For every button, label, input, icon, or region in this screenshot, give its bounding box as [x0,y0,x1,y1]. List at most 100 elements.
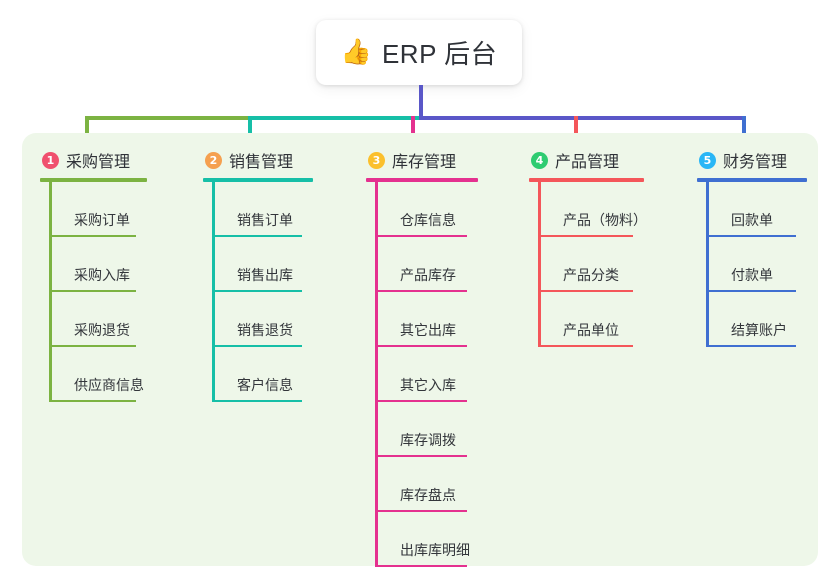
branch-item-label: 回款单 [731,212,773,228]
bus-drop-4 [574,116,578,147]
branch-item-rule [375,345,467,347]
branch-item-label: 产品（物料） [563,212,647,228]
branch-item[interactable]: 产品（物料） [529,182,647,237]
branch-item-label: 客户信息 [237,377,293,393]
branch-column-4[interactable]: 4 产品管理产品（物料） 产品分类产品单位 [529,147,647,347]
branch-header-4[interactable]: 4 产品管理 [529,147,644,173]
branch-item-rule [538,290,633,292]
branch-column-5[interactable]: 5 财务管理回款单付款单结算账户 [697,147,807,347]
branch-item[interactable]: 出库库明细 [366,512,478,567]
branch-title: 采购管理 [66,154,131,171]
branch-item-label: 采购退货 [74,322,130,338]
branch-item[interactable]: 结算账户 [697,292,807,347]
branch-item-list: 回款单付款单结算账户 [697,182,807,347]
branch-number-badge: 4 [531,151,548,169]
branch-item[interactable]: 销售出库 [203,237,313,292]
branch-header-5[interactable]: 5 财务管理 [697,147,807,173]
branch-number-badge: 5 [699,151,716,169]
bus-drop-5 [742,116,746,147]
branch-item[interactable]: 采购订单 [40,182,148,237]
branch-item-label: 产品单位 [563,322,619,338]
branch-item-rule [375,455,467,457]
bus-drop-3 [411,116,415,147]
branch-header-rule [40,178,147,182]
branch-number-badge: 1 [42,151,59,169]
branch-item-rule [375,510,467,512]
branch-item-rule [375,565,467,567]
branch-header-rule [697,178,807,182]
branch-title: 产品管理 [555,154,620,171]
branch-item-rule [375,235,467,237]
branch-item-rule [375,290,467,292]
branches-panel [22,133,818,566]
branch-header-rule [366,178,478,182]
branch-item-label: 销售订单 [237,212,293,228]
branch-item-label: 库存调拨 [400,432,456,448]
branch-title: 销售管理 [229,154,294,171]
branch-title: 库存管理 [392,154,457,171]
branch-item[interactable]: 销售订单 [203,182,313,237]
branch-item-label: 出库库明细 [400,542,470,558]
root-node-card[interactable]: 👍 ERP 后台 [316,20,522,85]
branch-item-label: 采购入库 [74,267,130,283]
branch-item-label: 库存盘点 [400,487,456,503]
branch-item-rule [49,235,136,237]
bus-drop-1 [85,116,89,147]
branch-item[interactable]: 其它出库 [366,292,478,347]
branch-item-rule [212,400,302,402]
branch-item[interactable]: 库存调拨 [366,402,478,457]
branch-spine [706,182,709,347]
branch-item-rule [49,290,136,292]
branch-item-list: 仓库信息产品库存其它出库其它入库库存调拨库存盘点出库库明细 [366,182,478,567]
root-stem [419,85,423,120]
branch-item-label: 供应商信息 [74,377,144,393]
branch-item[interactable]: 客户信息 [203,347,313,402]
branch-item[interactable]: 产品库存 [366,237,478,292]
branch-item-rule [706,345,796,347]
branch-item[interactable]: 仓库信息 [366,182,478,237]
branch-header-1[interactable]: 1 采购管理 [40,147,148,173]
branch-spine [49,182,52,402]
branch-item-rule [49,400,136,402]
branch-spine [538,182,541,347]
branch-item[interactable]: 产品单位 [529,292,644,347]
branch-item[interactable]: 付款单 [697,237,807,292]
branch-item-label: 销售退货 [237,322,293,338]
branch-header-rule [529,178,644,182]
branch-item-label: 付款单 [731,267,773,283]
branch-item-rule [538,345,633,347]
bus-drop-2 [248,116,252,147]
branch-item[interactable]: 其它入库 [366,347,478,402]
branch-item-rule [375,400,467,402]
branch-title: 财务管理 [723,154,788,171]
branch-item[interactable]: 产品分类 [529,237,644,292]
branch-item[interactable]: 回款单 [697,182,807,237]
branch-item-list: 销售订单销售出库销售退货客户信息 [203,182,313,402]
branch-item[interactable]: 采购入库 [40,237,148,292]
branch-item[interactable]: 销售退货 [203,292,313,347]
branch-item-label: 产品库存 [400,267,456,283]
branch-item[interactable]: 供应商信息 [40,347,148,402]
branch-item-rule [49,345,136,347]
branch-header-rule [203,178,313,182]
branch-item-rule [212,290,302,292]
root-node-title: ERP 后台 [381,39,498,69]
branch-spine [375,182,378,567]
branch-item-label: 产品分类 [563,267,619,283]
branch-column-1[interactable]: 1 采购管理采购订单采购入库采购退货供应商信息 [40,147,148,402]
branch-item-rule [212,345,302,347]
bus-segment-purple [419,116,746,120]
branch-item[interactable]: 库存盘点 [366,457,478,512]
branch-item-label: 销售出库 [237,267,293,283]
thumbs-up-icon: 👍 [340,38,372,66]
branch-item-rule [706,290,796,292]
branch-item-list: 产品（物料） 产品分类产品单位 [529,182,647,347]
branch-item[interactable]: 采购退货 [40,292,148,347]
branch-item-rule [212,235,302,237]
bus-segment-green [85,116,248,120]
